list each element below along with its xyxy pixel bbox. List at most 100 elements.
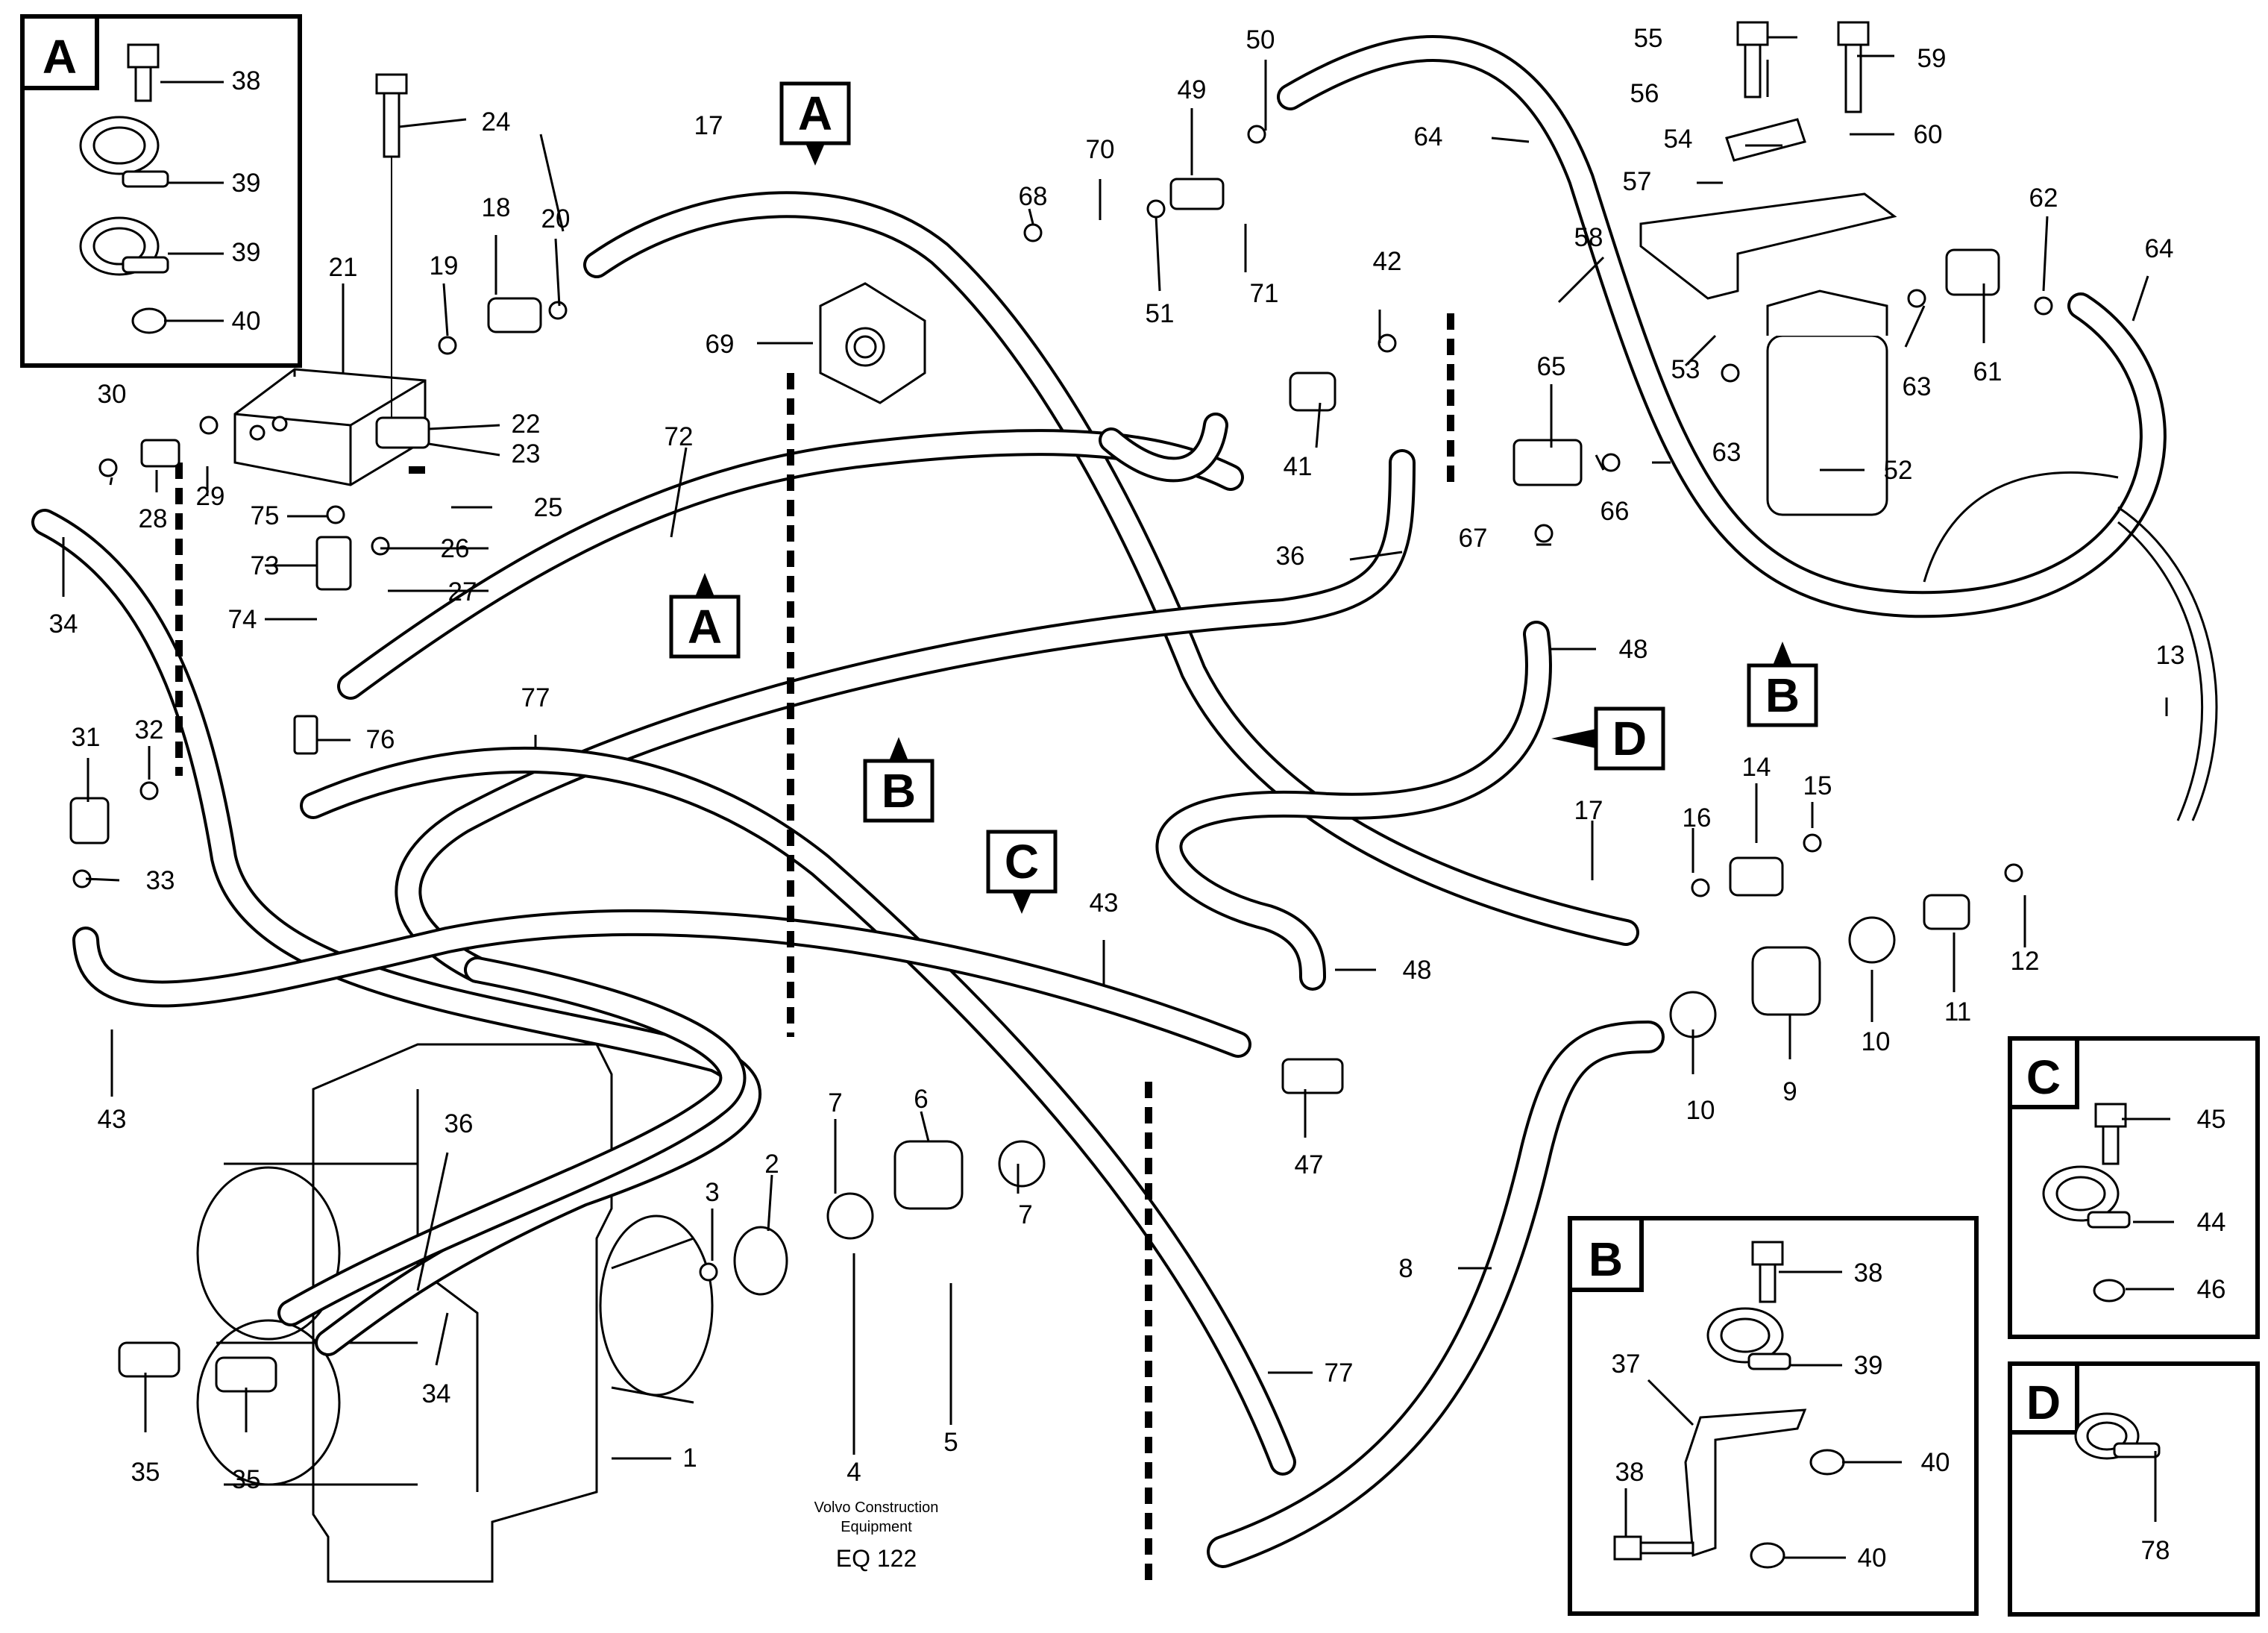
callout-16: 16 [1683,803,1712,833]
callout-63a: 63 [1903,372,1932,401]
callout-26: 26 [441,534,470,563]
inset-a-38: 38 [232,66,261,95]
inset-a-letter: A [43,30,77,84]
fitting-31 [69,797,110,844]
hoses [31,35,2167,1568]
marker-c: C [986,830,1058,914]
callout-29: 29 [196,482,225,511]
callout-7b: 7 [1018,1200,1032,1229]
marker-a-mid: A [669,573,741,659]
callout-21: 21 [329,253,358,282]
inset-d: D 78 [2008,1361,2260,1617]
footer-line1: Volvo Construction [814,1499,939,1516]
callout-34b: 34 [422,1379,451,1408]
callout-56: 56 [1630,79,1659,108]
callout-76: 76 [366,725,395,754]
callout-66: 66 [1601,497,1630,526]
fitting-14 [1729,856,1784,897]
callout-63b: 63 [1712,438,1741,467]
callout-19: 19 [430,251,459,280]
callout-13: 13 [2156,641,2185,670]
fitting-76 [293,715,318,755]
marker-b-mid: B [863,737,934,823]
inset-b-39: 39 [1854,1351,1883,1380]
footer-line2: Equipment [841,1519,912,1535]
callout-69: 69 [706,330,735,359]
view-markers: A A B B C D [669,81,1818,914]
callout-70: 70 [1086,135,1115,164]
inset-b-38a: 38 [1854,1259,1883,1288]
inset-a-39b: 39 [232,238,261,267]
callout-28: 28 [139,504,168,533]
callout-54: 54 [1664,125,1693,154]
connector-35a [118,1341,180,1378]
callout-11: 11 [1944,997,1971,1026]
callout-30: 30 [98,380,127,409]
callout-35b: 35 [232,1465,261,1494]
inset-b-37: 37 [1612,1350,1641,1379]
callout-22: 22 [512,410,541,439]
callout-15: 15 [1803,771,1832,800]
transmission-housing [196,1043,714,1583]
fitting-11 [1923,894,1970,930]
fitting-47 [1281,1058,1344,1094]
fitting-41 [1289,372,1336,412]
callout-17a: 17 [694,111,723,140]
leader-lines [62,36,2168,1460]
inset-c: C 45 44 46 [2008,1036,2260,1339]
callout-4: 4 [846,1458,861,1487]
marker-d: D [1551,706,1665,771]
callout-2: 2 [764,1150,779,1179]
callout-65: 65 [1537,352,1566,381]
callout-64a: 64 [1414,122,1443,151]
callout-17b: 17 [1574,796,1603,825]
callout-60: 60 [1914,120,1943,149]
break-lines [175,313,1454,1582]
inset-c-45: 45 [2197,1105,2226,1134]
callout-34a: 34 [49,609,78,639]
inset-d-letter: D [2026,1376,2061,1429]
callout-3: 3 [705,1178,719,1207]
marker-b-right: B [1747,642,1818,727]
inset-b-40a: 40 [1921,1448,1950,1477]
inset-c-44: 44 [2197,1208,2226,1237]
inset-d-78: 78 [2141,1536,2170,1565]
fitting-65 [1512,439,1583,486]
callout-51: 51 [1146,299,1175,328]
callout-8: 8 [1398,1254,1413,1283]
callout-72: 72 [665,422,694,451]
inset-b-letter: B [1589,1232,1623,1286]
callout-7a: 7 [828,1088,842,1118]
filter-52 [1766,334,1888,516]
callout-64b: 64 [2145,234,2174,263]
callout-41: 41 [1284,452,1313,481]
sleeve-9 [1751,946,1821,1016]
callout-77a: 77 [521,683,550,712]
callout-62: 62 [2029,184,2058,213]
callout-43b: 43 [98,1105,127,1134]
callout-10a: 10 [1686,1096,1715,1125]
callout-9: 9 [1782,1077,1797,1106]
svg-text:C: C [1005,835,1039,888]
fitting-28 [140,439,180,468]
callout-49: 49 [1178,75,1207,104]
inset-a-39a: 39 [232,169,261,198]
callout-73: 73 [251,551,280,580]
callout-68: 68 [1019,182,1048,211]
bracket-53 [1639,192,1897,300]
callout-67: 67 [1459,524,1488,553]
callout-14: 14 [1742,753,1771,782]
callout-20: 20 [541,204,571,233]
callout-52: 52 [1884,456,1913,485]
callout-12: 12 [2011,947,2040,976]
callout-25: 25 [534,493,563,522]
callout-5: 5 [943,1428,958,1457]
fitting-49 [1169,178,1225,210]
callout-43a: 43 [1090,888,1119,918]
callout-59: 59 [1917,44,1947,73]
callout-23: 23 [512,439,541,468]
footer-caption: Volvo Construction Equipment EQ 122 [814,1499,939,1572]
parts [69,21,2218,1393]
fitting-18 [487,297,542,333]
